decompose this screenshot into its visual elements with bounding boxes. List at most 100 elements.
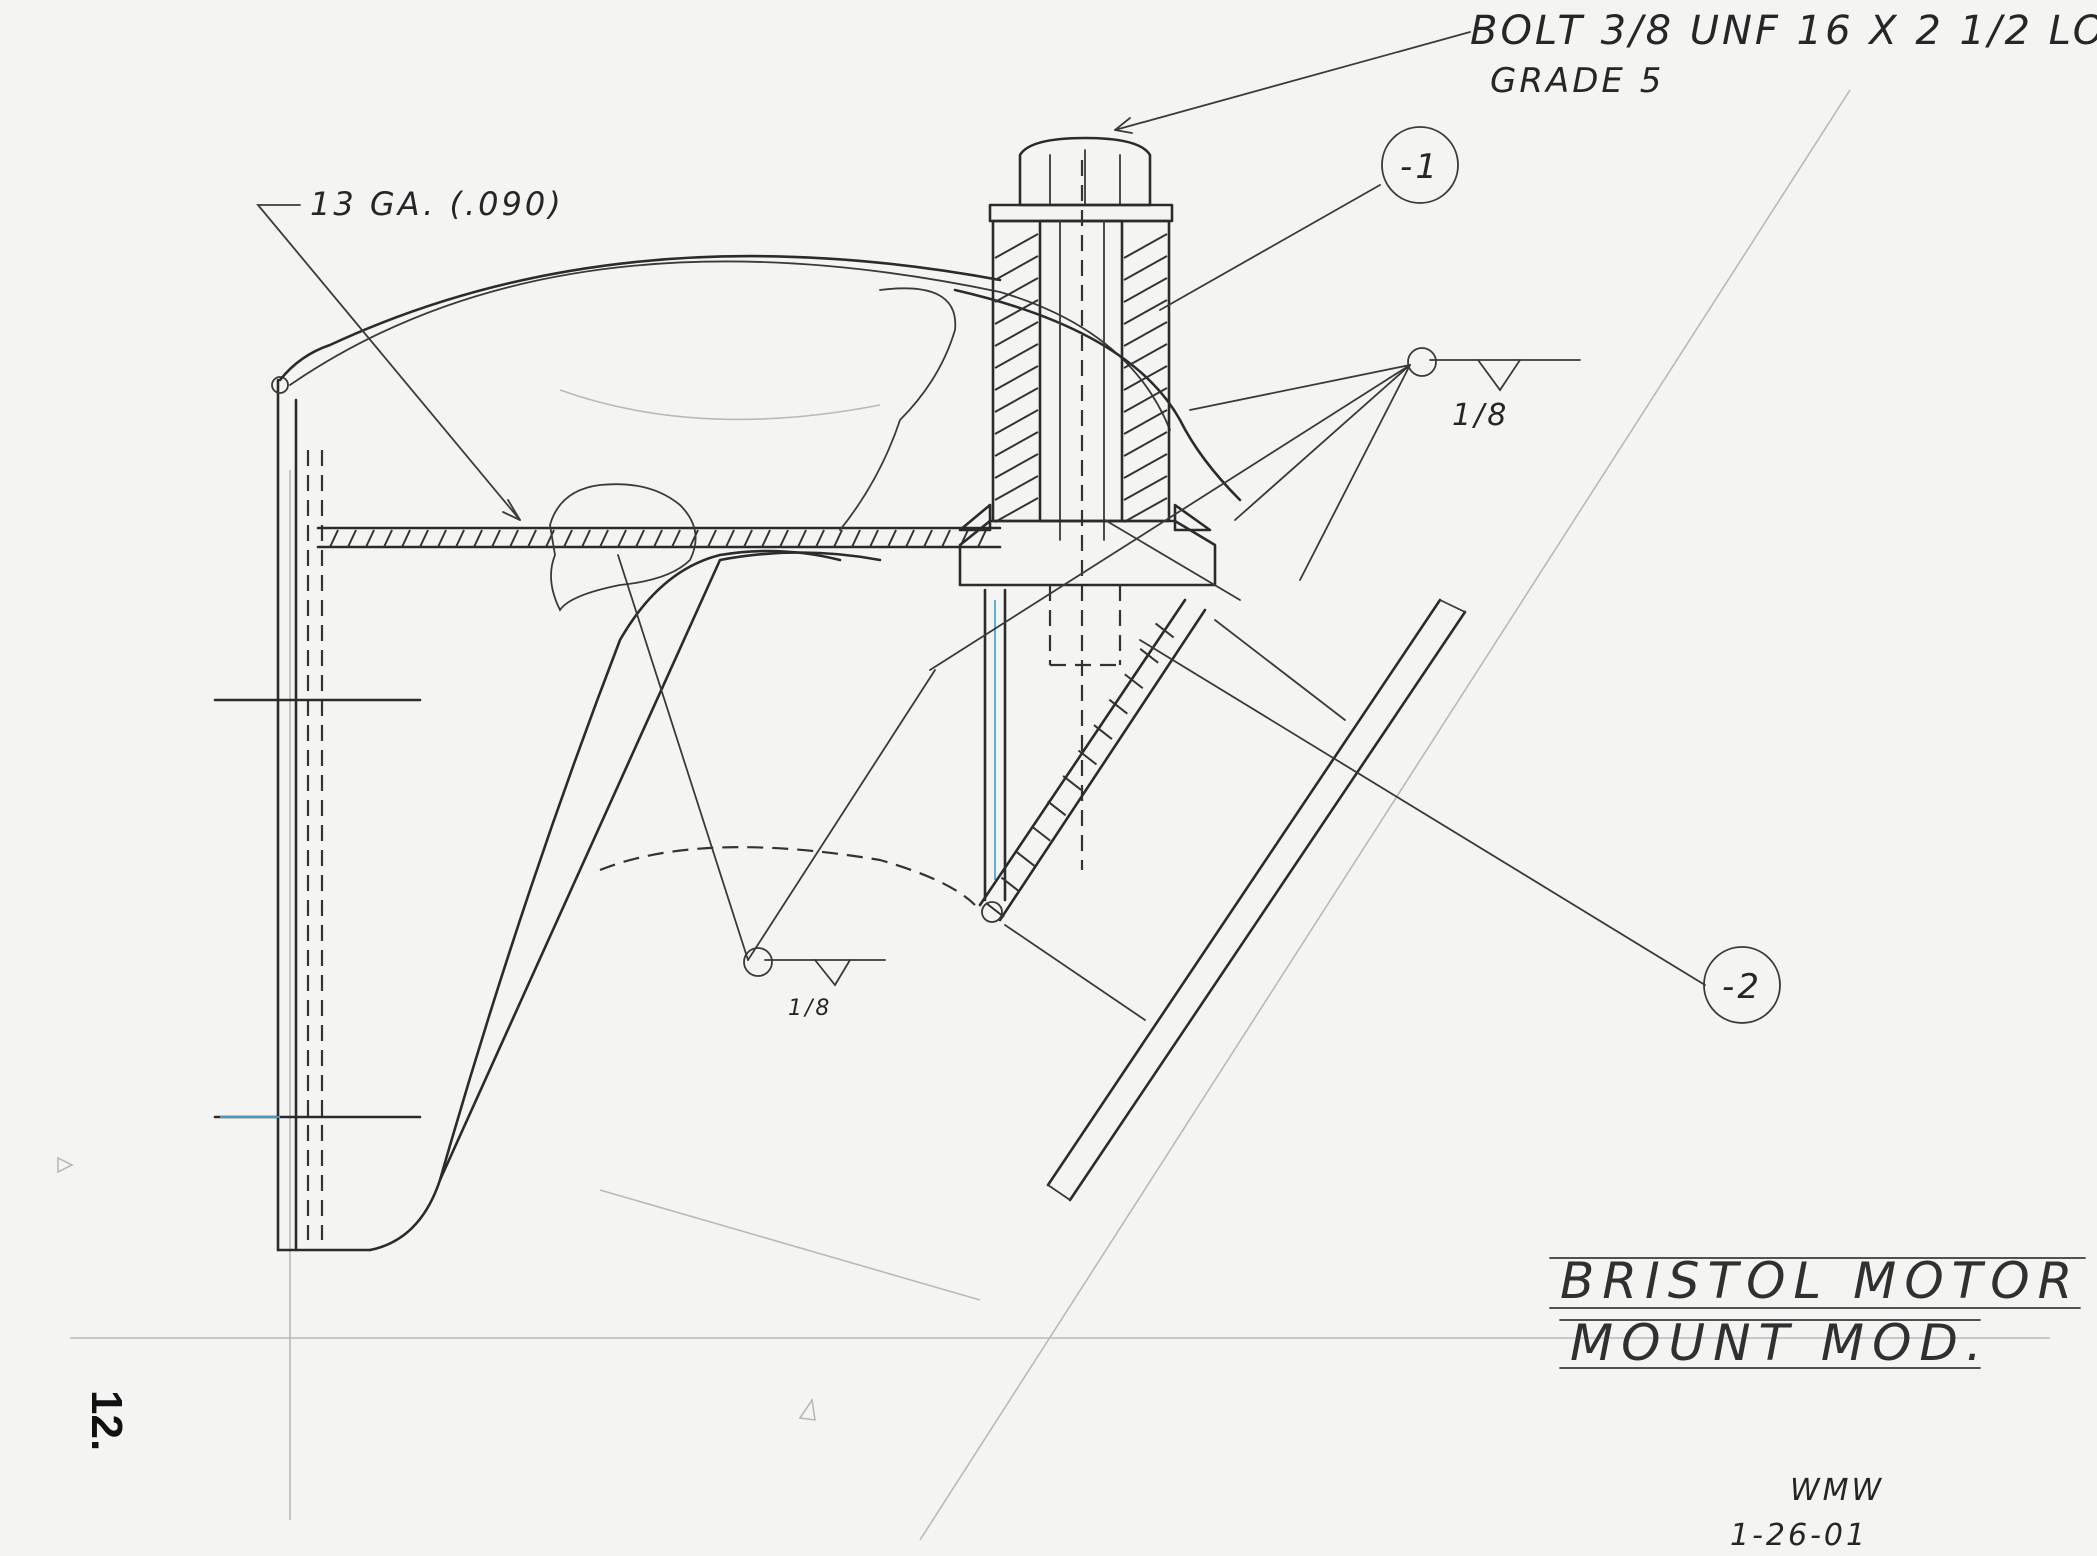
hatch-line xyxy=(1123,365,1168,391)
hatch-line xyxy=(994,233,1039,259)
hatch-line xyxy=(941,529,951,548)
hatch-line xyxy=(419,529,429,548)
hatch-line xyxy=(905,529,915,548)
hatch-line xyxy=(509,529,519,548)
drawing-title-line2: MOUNT MOD. xyxy=(1570,1314,1990,1372)
weld-symbol-upper: 1/8 xyxy=(1407,347,1509,433)
hatch-line xyxy=(761,529,771,548)
hatch-line xyxy=(1154,622,1175,639)
hatch-line xyxy=(725,529,735,548)
leader-lines xyxy=(256,31,1706,987)
hatch-line xyxy=(1139,648,1159,664)
hatch-line xyxy=(977,529,987,548)
hatch-line xyxy=(1124,673,1144,690)
hatch-line xyxy=(1123,321,1168,347)
motor-mount-tubes xyxy=(978,598,1467,1202)
hatch-line xyxy=(1123,343,1168,369)
hatch-line xyxy=(329,529,339,548)
hatch-line xyxy=(653,529,663,548)
hatch-line xyxy=(1123,255,1168,281)
hatch-line xyxy=(1000,876,1021,893)
item-2-balloon: -2 xyxy=(1703,946,1781,1024)
curved-sheet xyxy=(271,254,1242,502)
hatch-line xyxy=(617,529,627,548)
gauge-callout: 13 GA. (.090) xyxy=(310,185,564,223)
gusset-web xyxy=(368,287,976,1252)
hatch-line xyxy=(1062,775,1082,791)
hatch-line xyxy=(383,529,393,548)
hatch-line xyxy=(923,529,933,548)
hatch-line xyxy=(347,529,357,548)
hatch-line xyxy=(985,902,1005,918)
hatch-line xyxy=(869,529,879,548)
hatch-line xyxy=(994,409,1039,435)
hatch-line xyxy=(1016,851,1036,867)
construction-lines xyxy=(70,89,2050,1541)
drafter-initials: WMW xyxy=(1790,1473,1884,1508)
hatch-line xyxy=(545,529,555,548)
hatch-line xyxy=(994,431,1039,457)
hatch-line xyxy=(1123,299,1168,325)
hatch-line xyxy=(887,529,897,548)
hatch-line xyxy=(851,529,861,548)
hatch-line xyxy=(707,529,717,548)
hatch-line xyxy=(563,529,573,548)
hatch-line xyxy=(1123,387,1168,413)
hatch-line xyxy=(994,299,1039,325)
hatch-line xyxy=(994,365,1039,391)
hatch-line xyxy=(1123,453,1168,479)
hatch-line xyxy=(994,255,1039,281)
pencil-mark xyxy=(57,1156,74,1174)
hatch-line xyxy=(581,529,591,548)
hatch-line xyxy=(527,529,537,548)
hatch-line xyxy=(994,343,1039,369)
hatch-line xyxy=(1077,749,1098,766)
hatch-line xyxy=(599,529,609,548)
hatch-line xyxy=(1123,497,1168,523)
hatch-line xyxy=(743,529,753,548)
svg-text:1/8: 1/8 xyxy=(1452,398,1509,433)
page-number: 12. xyxy=(82,1390,131,1451)
hatch-line xyxy=(833,529,843,548)
hatch-line xyxy=(994,387,1039,413)
hatch-line xyxy=(815,529,825,548)
hatch-line xyxy=(1108,698,1128,715)
drawing-date: 1-26-01 xyxy=(1730,1518,1868,1553)
section-breakout xyxy=(549,483,697,612)
weld-symbol-lower: 1/8 xyxy=(743,947,832,1021)
hatch-line xyxy=(473,529,483,548)
hatch-line xyxy=(437,529,447,548)
hatch-line xyxy=(994,475,1039,501)
hatch-line xyxy=(994,453,1039,479)
drawing-title-line1: BRISTOL MOTOR xyxy=(1560,1252,2080,1310)
title-block: BRISTOL MOTOR MOUNT MOD. WMW 1-26-01 xyxy=(1549,1252,2086,1553)
horizontal-plate xyxy=(316,526,1002,549)
pencil-mark xyxy=(798,1397,816,1421)
svg-text:-1: -1 xyxy=(1400,147,1440,187)
hatch-line xyxy=(1123,233,1168,259)
hatch-line xyxy=(1123,277,1168,303)
hatch-line xyxy=(1123,475,1168,501)
hatch-line xyxy=(635,529,645,548)
hatch-line xyxy=(994,277,1039,303)
hatch-line xyxy=(491,529,501,548)
hatch-line xyxy=(779,529,789,548)
vertical-frame-member xyxy=(213,378,422,1252)
hatch-line xyxy=(455,529,465,548)
hatch-line xyxy=(994,497,1039,523)
hatch-line xyxy=(689,529,699,548)
svg-text:1/8: 1/8 xyxy=(788,996,832,1021)
hatch-line xyxy=(1047,800,1067,817)
hatch-line xyxy=(671,529,681,548)
hatch-line xyxy=(365,529,375,548)
hatch-line xyxy=(1031,825,1051,842)
hatch-line xyxy=(994,321,1039,347)
bolt-grade: GRADE 5 xyxy=(1490,61,1664,101)
hatch-line xyxy=(1123,409,1168,435)
item-1-balloon: -1 xyxy=(1381,126,1459,204)
hatch-line xyxy=(1093,724,1113,740)
hatch-line xyxy=(401,529,411,548)
bolt-assembly xyxy=(958,136,1217,902)
hatch-line xyxy=(797,529,807,548)
